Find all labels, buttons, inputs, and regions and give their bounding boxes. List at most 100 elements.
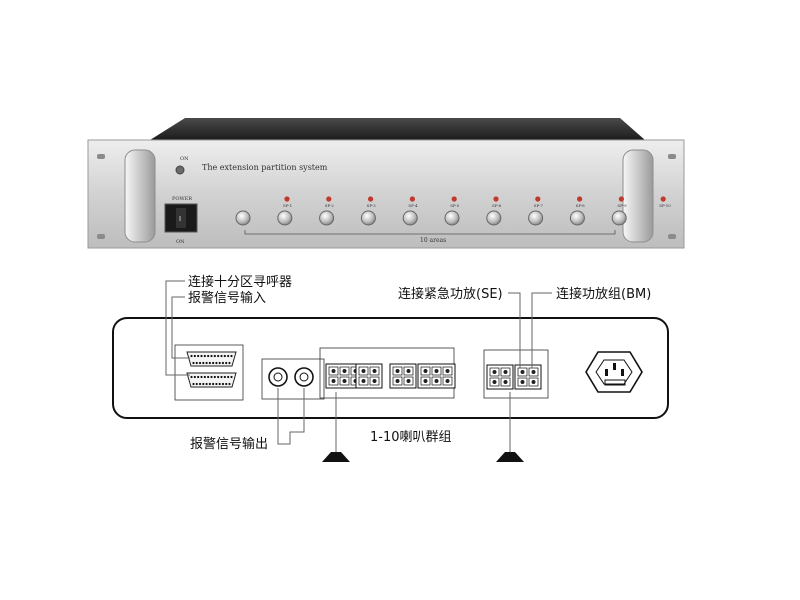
db-pin	[215, 382, 218, 386]
db-pin	[223, 375, 226, 379]
db-pin	[195, 361, 198, 365]
left-rack-handle	[124, 149, 156, 243]
emergency-amp-callout-line	[508, 292, 521, 368]
zones-caption: 10 areas	[420, 237, 446, 244]
label-connect-amp-group: 连接功放组(BM)	[556, 286, 651, 302]
db25-pager-connector	[186, 351, 237, 367]
db-pin	[225, 382, 228, 386]
zone-led-1	[284, 196, 290, 202]
db-pin	[205, 361, 208, 365]
zone-led-5	[451, 196, 457, 202]
zone-button-9[interactable]	[569, 210, 585, 226]
db-pins	[190, 354, 233, 386]
db-pin	[217, 375, 220, 379]
zone-led-2	[326, 196, 332, 202]
db-pin	[213, 375, 216, 379]
rear-panel-diagram	[112, 317, 669, 419]
speaker-terminals	[325, 363, 456, 389]
power-inlet	[585, 351, 643, 393]
db-pin	[197, 375, 200, 379]
db-pin	[208, 361, 211, 365]
terminal-screw	[406, 369, 411, 373]
alarm-input-callout-line	[171, 296, 190, 359]
db-pin	[202, 382, 205, 386]
db-pin	[230, 375, 233, 379]
db-pin	[190, 354, 193, 358]
db-pin	[198, 382, 202, 386]
zone-label-9: SP-9	[617, 203, 627, 208]
zone-button-5[interactable]	[402, 210, 418, 226]
db-pin	[200, 354, 203, 358]
db-pin	[207, 354, 210, 358]
zone-button-7[interactable]	[486, 210, 502, 226]
alarm-output-callout-line	[277, 388, 305, 445]
db-pin	[210, 354, 213, 358]
db-pin	[217, 354, 220, 358]
db-pin	[207, 375, 210, 379]
db-pin	[192, 382, 195, 386]
db-pin	[230, 354, 233, 358]
label-alarm-input: 报警信号输入	[188, 290, 266, 306]
db-pin	[228, 382, 231, 386]
zone-button-3[interactable]	[319, 210, 335, 226]
zone-led-10	[660, 196, 666, 202]
db-pin	[212, 361, 215, 365]
on-indicator-led	[175, 165, 185, 175]
terminal-screw	[503, 380, 508, 384]
terminal-screw	[445, 379, 450, 383]
zone-label-6: SP-6	[492, 203, 502, 208]
db-pin	[203, 354, 206, 358]
rack-hole	[668, 234, 676, 239]
terminal-screw	[520, 380, 525, 384]
amp-terminal-frame	[483, 349, 549, 399]
alarm-output-jack-2-core	[299, 372, 309, 382]
zone-button-6[interactable]	[444, 210, 460, 226]
db-pin	[195, 382, 198, 386]
power-pin	[613, 363, 616, 370]
db-pin	[192, 361, 195, 365]
label-alarm-output: 报警信号输出	[190, 436, 268, 452]
terminal-screw	[434, 379, 439, 383]
terminal-screw	[503, 370, 508, 374]
terminal-screw	[372, 369, 377, 373]
db-connector-frame	[174, 344, 244, 401]
terminal-screw	[395, 369, 400, 373]
zone-label-7: SP-7	[534, 203, 544, 208]
zone-led-4	[409, 196, 415, 202]
power-pin	[605, 369, 608, 376]
zone-label-4: SP-4	[408, 203, 418, 208]
on-indicator-label: ON	[180, 156, 189, 162]
zone-led-8	[577, 196, 583, 202]
terminal-screw	[361, 369, 366, 373]
zone-button-2[interactable]	[277, 210, 293, 226]
panel-title: The extension partition system	[202, 163, 328, 172]
zone-button-10[interactable]	[611, 210, 627, 226]
terminal-screw	[423, 379, 428, 383]
db-pin	[213, 354, 216, 358]
db-pin	[212, 382, 215, 386]
db-pin	[220, 375, 223, 379]
db-pin	[205, 382, 208, 386]
power-label: POWER	[172, 196, 192, 202]
zone-button-1[interactable]	[235, 210, 251, 226]
zone-label-5: SP-5	[450, 203, 460, 208]
db-pin	[198, 361, 202, 365]
label-connect-emergency-amp: 连接紧急功放(SE)	[398, 286, 503, 302]
db-pin	[218, 361, 221, 365]
db-pin	[218, 382, 221, 386]
terminal-screw	[520, 370, 525, 374]
db-pin	[190, 375, 193, 379]
zone-led-3	[368, 196, 374, 202]
power-rocker[interactable]	[176, 208, 186, 228]
power-on-label: ON	[176, 239, 185, 245]
zone-label-1: SP-1	[283, 203, 292, 208]
zone-button-4[interactable]	[360, 210, 376, 226]
zone-button-8[interactable]	[528, 210, 544, 226]
db-pin	[227, 375, 230, 379]
device-front-panel: ON The extension partition system POWER …	[87, 118, 685, 249]
zone-label-3: SP-3	[367, 203, 377, 208]
db-pin	[208, 382, 211, 386]
db-pin	[220, 354, 223, 358]
